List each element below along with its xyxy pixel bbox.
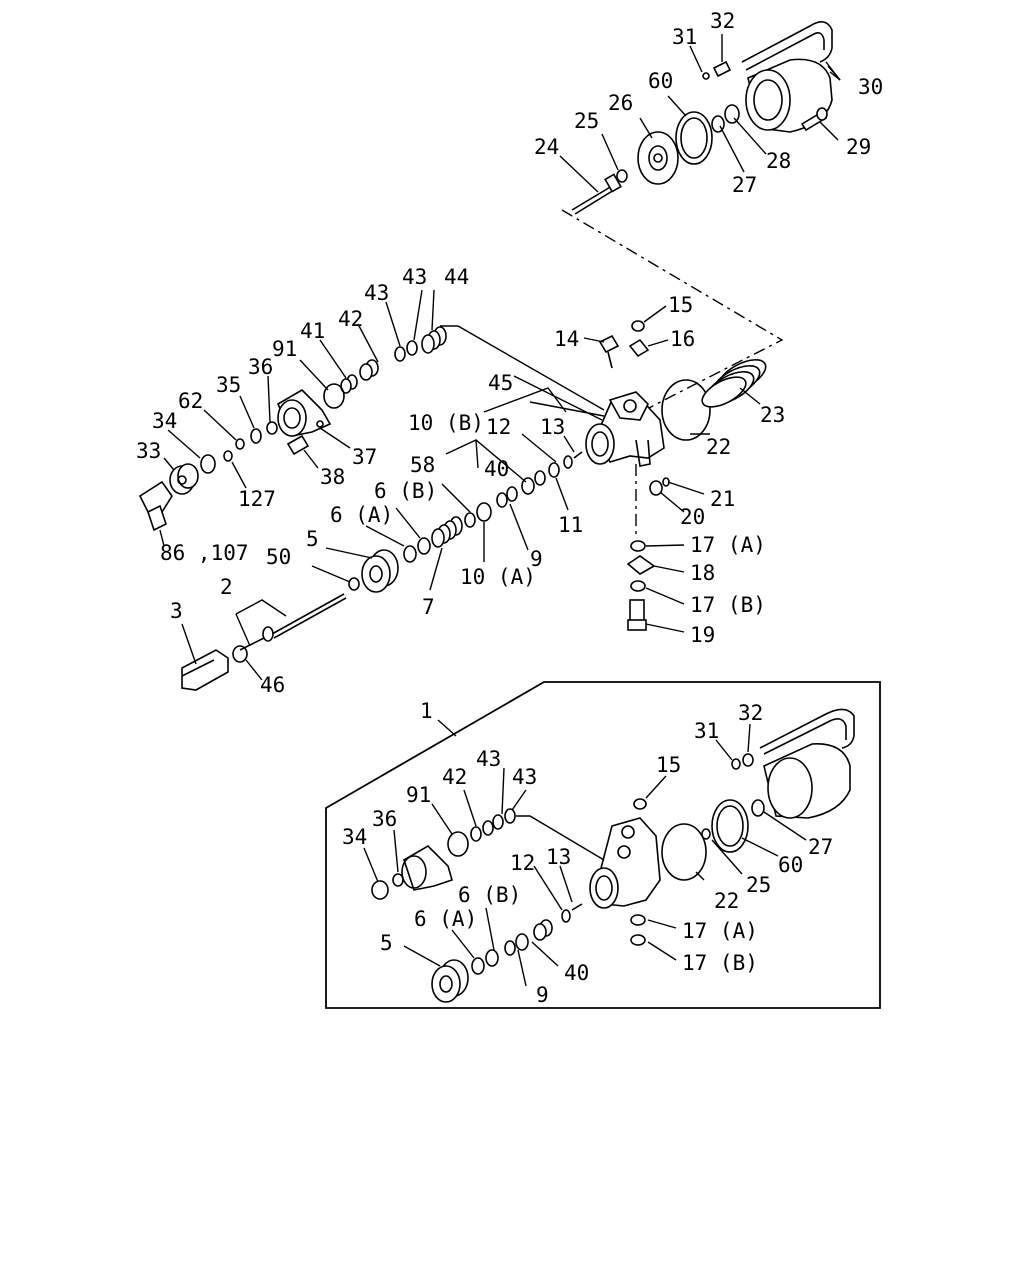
- callout-91: 91: [272, 337, 297, 361]
- callout-14: 14: [554, 327, 579, 351]
- inset-callout-25: 25: [746, 873, 771, 897]
- inset-callout-17b: 17 (B): [682, 951, 758, 975]
- inset-callout-13: 13: [546, 845, 571, 869]
- callout-41: 41: [300, 319, 325, 343]
- callout-7: 7: [422, 595, 435, 619]
- callout-62: 62: [178, 389, 203, 413]
- callout-21: 21: [710, 487, 735, 511]
- callout-12: 12: [486, 415, 511, 439]
- inset-callout-15: 15: [656, 753, 681, 777]
- inset-callout-42: 42: [442, 765, 467, 789]
- inset-callout-12: 12: [510, 851, 535, 875]
- callout-37: 37: [352, 445, 377, 469]
- callout-28: 28: [766, 149, 791, 173]
- inset-callout-34: 34: [342, 825, 367, 849]
- inset-callout-22: 22: [714, 889, 739, 913]
- callout-9: 9: [530, 547, 543, 571]
- callout-17b: 17 (B): [690, 593, 766, 617]
- callout-22: 22: [706, 435, 731, 459]
- inset-callout-32: 32: [738, 701, 763, 725]
- inset-callout-31: 31: [694, 719, 719, 743]
- inlet-parts: [138, 289, 447, 547]
- inset-callout-9: 9: [536, 983, 549, 1007]
- callout-58: 58: [410, 453, 435, 477]
- callout-17a: 17 (A): [690, 533, 766, 557]
- inset-callout-1: 1: [420, 699, 433, 723]
- callout-2: 2: [220, 575, 233, 599]
- callout-13: 13: [540, 415, 565, 439]
- callout-3: 3: [170, 599, 183, 623]
- callout-6b: 6 (B): [374, 479, 437, 503]
- callout-18: 18: [690, 561, 715, 585]
- callout-32: 32: [710, 9, 735, 33]
- inset-callout-5: 5: [380, 931, 393, 955]
- inset-callout-43b: 43: [512, 765, 537, 789]
- repair-kit-parts: [363, 708, 855, 1003]
- callout-43a: 43: [402, 265, 427, 289]
- callout-labels: 32 31 30 60 26 25 24 29 28 27 43 44 43 4…: [136, 9, 883, 697]
- callout-36: 36: [248, 355, 273, 379]
- callout-42: 42: [338, 307, 363, 331]
- callout-27: 27: [732, 173, 757, 197]
- callout-40: 40: [484, 457, 509, 481]
- booster-assembly: [559, 21, 841, 215]
- callout-43b: 43: [364, 281, 389, 305]
- callout-44: 44: [444, 265, 469, 289]
- callout-45: 45: [488, 371, 513, 395]
- callout-31: 31: [672, 25, 697, 49]
- callout-127: 127: [238, 487, 276, 511]
- inset-callout-6a: 6 (A): [414, 907, 477, 931]
- piston-parts: [181, 433, 583, 691]
- inset-callout-36: 36: [372, 807, 397, 831]
- callout-20: 20: [680, 505, 705, 529]
- callout-5: 5: [306, 527, 319, 551]
- callout-25: 25: [574, 109, 599, 133]
- callout-33: 33: [136, 439, 161, 463]
- callout-10a: 10 (A): [460, 565, 536, 589]
- callout-6a: 6 (A): [330, 503, 393, 527]
- callout-46: 46: [260, 673, 285, 697]
- callout-11: 11: [558, 513, 583, 537]
- inset-callout-43a: 43: [476, 747, 501, 771]
- inset-callout-40: 40: [564, 961, 589, 985]
- inset-callout-91: 91: [406, 783, 431, 807]
- callout-35: 35: [216, 373, 241, 397]
- callout-86-107: 86 ,107: [160, 541, 249, 565]
- callout-24: 24: [534, 135, 559, 159]
- cylinder-body: [513, 305, 767, 633]
- callout-30: 30: [858, 75, 883, 99]
- callout-16: 16: [670, 327, 695, 351]
- callout-10b: 10 (B): [408, 411, 484, 435]
- repair-kit-frame: [325, 681, 881, 1009]
- callout-15: 15: [668, 293, 693, 317]
- callout-38: 38: [320, 465, 345, 489]
- callout-26: 26: [608, 91, 633, 115]
- callout-29: 29: [846, 135, 871, 159]
- inset-callout-60: 60: [778, 853, 803, 877]
- callout-23: 23: [760, 403, 785, 427]
- inset-callout-27: 27: [808, 835, 833, 859]
- inset-callout-6b: 6 (B): [458, 883, 521, 907]
- callout-60: 60: [648, 69, 673, 93]
- callout-34: 34: [152, 409, 177, 433]
- callout-50: 50: [266, 545, 291, 569]
- inset-callout-17a: 17 (A): [682, 919, 758, 943]
- inset-callout-labels: 1 32 31 15 43 43 42 91 36 34 27 60 12 13…: [342, 699, 833, 1007]
- callout-19: 19: [690, 623, 715, 647]
